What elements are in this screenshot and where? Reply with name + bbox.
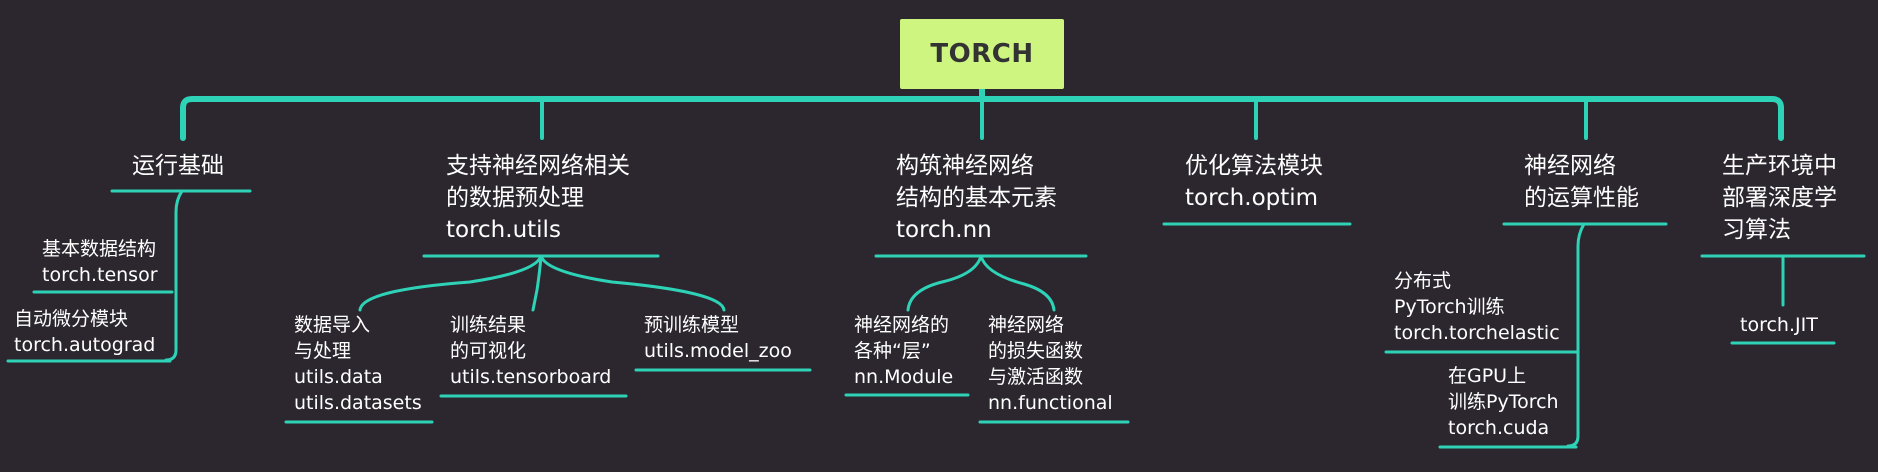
child-2-0-label[interactable]: 神经网络的 各种“层” nn.Module — [854, 314, 954, 388]
child-1-0-label[interactable]: 数据导入 与处理 utils.data utils.datasets — [294, 314, 422, 414]
branch-4-label[interactable]: 神经网络 的运算性能 — [1524, 153, 1639, 211]
branch-2-label[interactable]: 构筑神经网络 结构的基本元素 torch.nn — [896, 153, 1057, 243]
connector-branch-2-right — [979, 254, 1056, 312]
child-2-1-label[interactable]: 神经网络 的损失函数 与激活函数 nn.functional — [988, 314, 1113, 414]
child-0-0-label[interactable]: 基本数据结构 torch.tensor — [42, 238, 158, 286]
connector-branch-1-mid — [531, 254, 543, 312]
child-4-1-label[interactable]: 在GPU上 训练PyTorch torch.cuda — [1448, 365, 1559, 439]
connector-branch-1-right — [539, 254, 726, 312]
root-node[interactable]: TORCH — [900, 19, 1064, 89]
connector-branch-1-left — [358, 254, 543, 312]
child-0-1-label[interactable]: 自动微分模块 torch.autograd — [14, 308, 156, 356]
branch-1-label[interactable]: 支持神经网络相关 的数据预处理 torch.utils — [446, 153, 630, 243]
connector-branch-2-left — [906, 254, 983, 312]
branch-5-label[interactable]: 生产环境中 部署深度学 习算法 — [1722, 153, 1837, 243]
branch-3-label[interactable]: 优化算法模块 torch.optim — [1185, 153, 1323, 211]
child-4-0-label[interactable]: 分布式 PyTorch训练 torch.torchelastic — [1394, 270, 1560, 344]
connector-branch-0 — [164, 189, 184, 362]
child-1-2-label[interactable]: 预训练模型 utils.model_zoo — [644, 314, 792, 362]
root-label: TORCH — [930, 39, 1034, 69]
child-1-1-label[interactable]: 训练结果 的可视化 utils.tensorboard — [450, 314, 612, 388]
connector-branch-4 — [1566, 222, 1586, 448]
child-5-0-label[interactable]: torch.JIT — [1740, 314, 1818, 336]
branch-0-label[interactable]: 运行基础 — [132, 153, 224, 179]
